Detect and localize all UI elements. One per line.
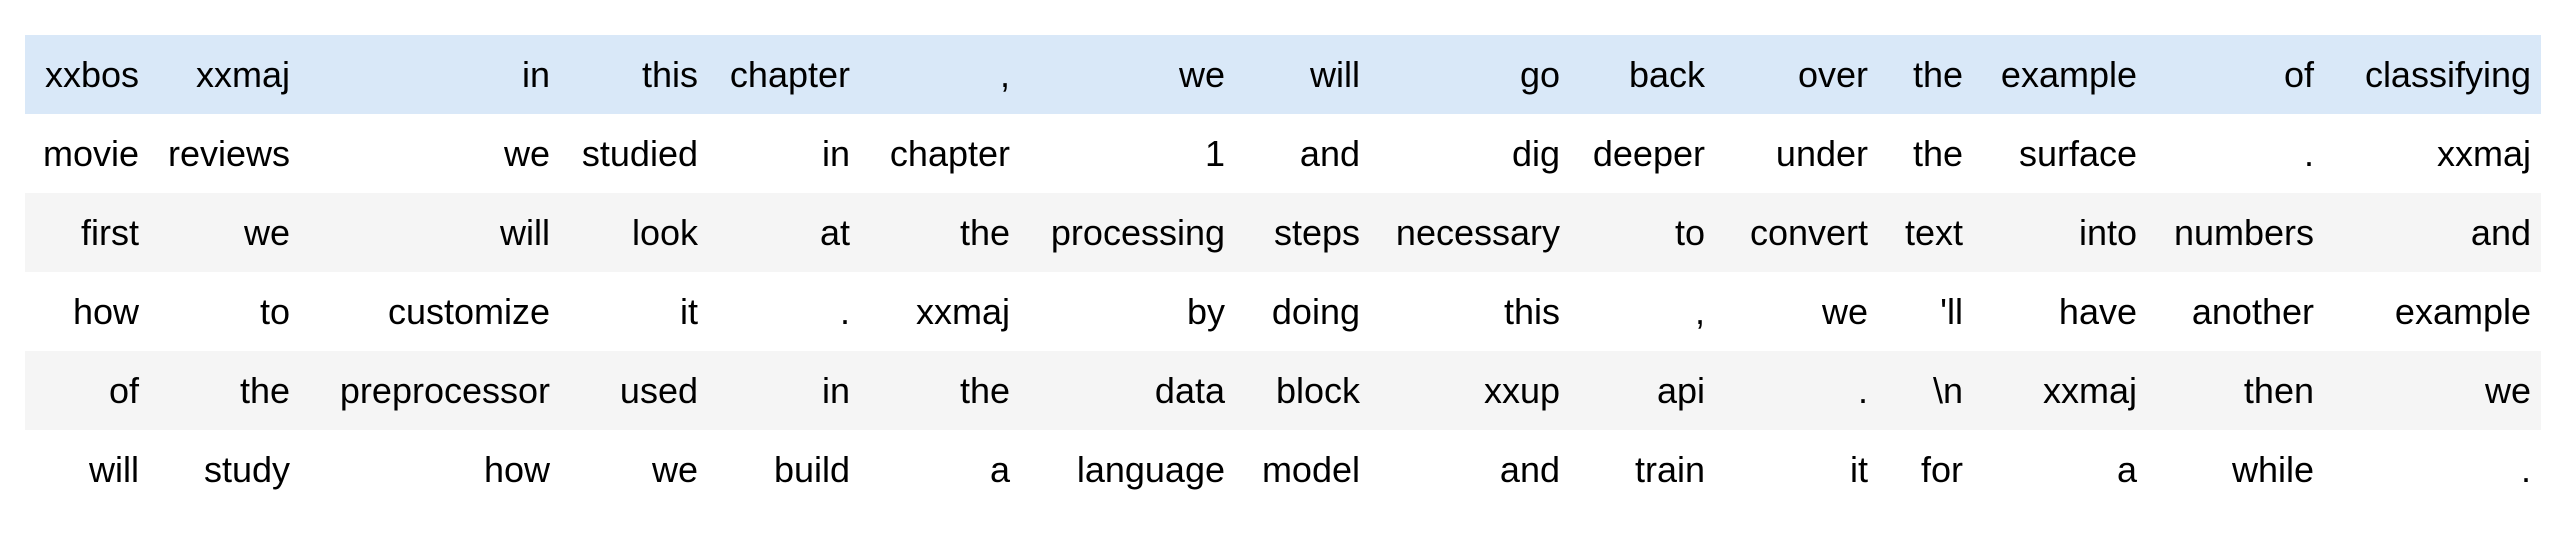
token-cell: back xyxy=(1628,53,1705,95)
token-cell: into xyxy=(2078,211,2137,253)
token-cell: we xyxy=(651,448,698,490)
token-cell: build xyxy=(773,448,850,490)
token-cell: , xyxy=(1694,290,1705,332)
token-cell: convert xyxy=(1749,211,1868,253)
tokenized-text-output: xxbos xxmaj in this chapter, we will go back over… xyxy=(25,35,2541,509)
token-cell: the xyxy=(1912,132,1963,174)
token-cell: in xyxy=(821,132,850,174)
token-cell: of xyxy=(108,369,139,411)
token-cell: . xyxy=(2303,132,2314,174)
token-cell: \n xyxy=(1932,369,1963,411)
token-cell: first xyxy=(81,211,139,253)
token-cell: xxmaj xyxy=(195,53,290,95)
token-cell: we xyxy=(1178,53,1225,95)
token-cell: the xyxy=(1912,53,1963,95)
token-cell: of xyxy=(2283,53,2314,95)
token-cell: deeper xyxy=(1592,132,1705,174)
token-cell: and xyxy=(1499,448,1560,490)
token-cell: in xyxy=(521,53,550,95)
token-cell: we xyxy=(503,132,550,174)
table-row: of the preprocessor used in the data block xxup a… xyxy=(25,351,2541,430)
token-cell: surface xyxy=(2018,132,2137,174)
token-cell: have xyxy=(2058,290,2137,332)
token-cell: how xyxy=(483,448,550,490)
token-cell: example xyxy=(2394,290,2531,332)
table-row: how to customize it. xxmaj by doing this, we 'll h… xyxy=(25,272,2541,351)
token-cell: example xyxy=(2000,53,2137,95)
token-cell: chapter xyxy=(729,53,850,95)
token-cell: this xyxy=(1503,290,1560,332)
token-cell: . xyxy=(2520,448,2531,490)
token-cell: another xyxy=(2191,290,2314,332)
token-cell: we xyxy=(2484,369,2531,411)
token-cell: movie xyxy=(42,132,139,174)
token-cell: in xyxy=(821,369,850,411)
token-cell: block xyxy=(1275,369,1360,411)
token-cell: studied xyxy=(581,132,698,174)
token-cell: . xyxy=(839,290,850,332)
token-cell: necessary xyxy=(1395,211,1560,253)
token-cell: , xyxy=(999,53,1010,95)
token-cell: the xyxy=(959,369,1010,411)
token-cell: to xyxy=(259,290,290,332)
token-cell: numbers xyxy=(2173,211,2314,253)
table-row: will study how we build a language model and trai… xyxy=(25,430,2541,509)
token-cell: over xyxy=(1797,53,1868,95)
token-cell: processing xyxy=(1050,211,1225,253)
table-row: first we will look at the processing steps neces… xyxy=(25,193,2541,272)
token-cell: chapter xyxy=(889,132,1010,174)
token-cell: xxmaj xyxy=(2436,132,2531,174)
token-cell: api xyxy=(1656,369,1705,411)
token-cell: we xyxy=(243,211,290,253)
token-cell: preprocessor xyxy=(339,369,550,411)
token-cell: doing xyxy=(1271,290,1360,332)
token-cell: will xyxy=(1310,53,1360,95)
token-cell: a xyxy=(989,448,1010,490)
token-cell: steps xyxy=(1273,211,1360,253)
token-cell: . xyxy=(1857,369,1868,411)
token-cell: dig xyxy=(1511,132,1560,174)
token-cell: how xyxy=(72,290,139,332)
token-cell: go xyxy=(1519,53,1560,95)
table-row: xxbos xxmaj in this chapter, we will go back over… xyxy=(25,35,2541,114)
token-cell: the xyxy=(959,211,1010,253)
token-cell: 1 xyxy=(1204,132,1225,174)
token-cell: by xyxy=(1186,290,1225,332)
token-cell: 'll xyxy=(1940,290,1963,332)
token-cell: train xyxy=(1634,448,1705,490)
table-body: xxbos xxmaj in this chapter, we will go back over… xyxy=(25,35,2541,509)
token-cell: at xyxy=(819,211,850,253)
token-cell: xxup xyxy=(1483,369,1560,411)
token-cell: text xyxy=(1904,211,1963,253)
token-cell: classifying xyxy=(2364,53,2531,95)
token-cell: xxmaj xyxy=(2042,369,2137,411)
token-table: xxbos xxmaj in this chapter, we will go back over… xyxy=(25,35,2541,509)
token-cell: study xyxy=(203,448,290,490)
token-cell: and xyxy=(1299,132,1360,174)
token-cell: will xyxy=(89,448,139,490)
token-cell: model xyxy=(1261,448,1360,490)
token-cell: it xyxy=(1850,448,1868,490)
token-cell: while xyxy=(2231,448,2314,490)
token-cell: look xyxy=(631,211,698,253)
token-cell: it xyxy=(680,290,698,332)
token-cell: we xyxy=(1821,290,1868,332)
token-cell: to xyxy=(1674,211,1705,253)
token-cell: xxbos xyxy=(44,53,139,95)
token-cell: then xyxy=(2243,369,2314,411)
token-cell: the xyxy=(239,369,290,411)
token-cell: customize xyxy=(387,290,550,332)
token-cell: used xyxy=(619,369,698,411)
token-cell: reviews xyxy=(167,132,290,174)
token-cell: language xyxy=(1076,448,1225,490)
token-cell: this xyxy=(641,53,698,95)
token-cell: under xyxy=(1775,132,1868,174)
token-cell: xxmaj xyxy=(915,290,1010,332)
token-cell: for xyxy=(1920,448,1963,490)
token-cell: and xyxy=(2470,211,2531,253)
token-cell: data xyxy=(1154,369,1225,411)
token-cell: will xyxy=(500,211,550,253)
token-cell: a xyxy=(2116,448,2137,490)
